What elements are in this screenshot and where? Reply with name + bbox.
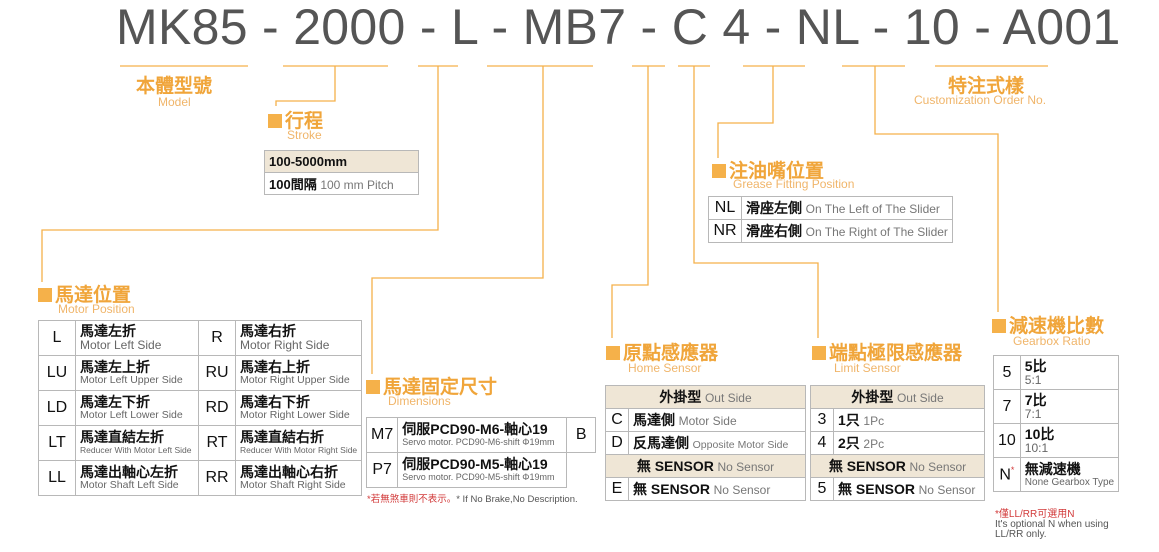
- table-row: NR 滑座右側 On The Right of The Slider: [708, 219, 953, 243]
- code-dimensions: MB7: [522, 0, 627, 55]
- code-limit-sensor: 4: [722, 0, 751, 55]
- custom-title: 特注式樣: [948, 76, 1025, 97]
- code-home-sensor: C: [671, 0, 709, 55]
- dimensions-note: *若無煞車則不表示。* If No Brake,No Description.: [367, 494, 578, 505]
- code-dash: -: [262, 0, 279, 55]
- table-row: 100間隔 100 mm Pitch: [264, 172, 419, 195]
- code-custom: A001: [1002, 0, 1121, 55]
- table-row: 外掛型 Out Side: [605, 385, 806, 409]
- bullet-square-icon: [268, 114, 282, 128]
- model-code: MK85 - 2000 - L - MB7 - C 4 - NL - 10 - …: [116, 0, 1121, 56]
- motor-position-title: 馬達位置: [38, 280, 131, 307]
- limit-sensor-title: 端點極限感應器: [812, 338, 962, 365]
- table-row: 3 1只 1Pc: [810, 408, 985, 432]
- table-row: 5 無 SENSOR No Sensor: [810, 477, 985, 501]
- stroke-title: 行程: [268, 106, 323, 133]
- code-dash: -: [419, 0, 437, 55]
- gear-ratio-subtitle: Gearbox Ratio: [1013, 334, 1091, 348]
- bullet-square-icon: [606, 346, 620, 360]
- grease-title: 注油嘴位置: [712, 156, 824, 183]
- grease-subtitle: Grease Fitting Position: [733, 177, 855, 191]
- code-dash: -: [872, 0, 890, 55]
- table-row: D 反馬達側 Opposite Motor Side: [605, 431, 806, 455]
- bullet-square-icon: [712, 164, 726, 178]
- code-model: MK85: [116, 0, 248, 55]
- code-dash: -: [491, 0, 509, 55]
- model-subtitle: Model: [158, 95, 191, 109]
- stroke-subtitle: Stroke: [287, 128, 322, 142]
- code-dash: -: [764, 0, 782, 55]
- home-sensor-table: 外掛型 Out Side C 馬達側 Motor Side D 反馬達側 Opp…: [605, 385, 806, 501]
- home-sensor-title: 原點感應器: [606, 338, 718, 365]
- code-gear-ratio: 10: [903, 0, 961, 55]
- table-row: 無 SENSOR No Sensor: [605, 454, 806, 478]
- code-grease: NL: [795, 0, 859, 55]
- stroke-range: 100-5000mm: [264, 150, 419, 173]
- dimensions-title: 馬達固定尺寸: [366, 372, 497, 399]
- code-dash: -: [974, 0, 992, 55]
- code-motor-position: L: [450, 0, 478, 55]
- bullet-square-icon: [812, 346, 826, 360]
- custom-subtitle: Customization Order No.: [914, 93, 1047, 107]
- code-stroke: 2000: [293, 0, 406, 55]
- bullet-square-icon: [992, 319, 1006, 333]
- table-row: 無 SENSOR No Sensor: [810, 454, 985, 478]
- limit-sensor-subtitle: Limit Sensor: [834, 361, 901, 375]
- gear-ratio-note: *僅LL/RR可選用N It's optional N when using L…: [995, 509, 1109, 540]
- motor-position-subtitle: Motor Position: [58, 302, 135, 316]
- table-row: 100-5000mm: [264, 150, 419, 173]
- home-sensor-subtitle: Home Sensor: [628, 361, 702, 375]
- table-row: 外掛型 Out Side: [810, 385, 985, 409]
- grease-table: NL 滑座左側 On The Left of The Slider NR 滑座右…: [708, 196, 953, 243]
- brake-code: B: [566, 417, 597, 453]
- limit-sensor-table: 外掛型 Out Side 3 1只 1Pc 4 2只 2Pc 無 SENSOR …: [810, 385, 985, 501]
- code-dash: -: [640, 0, 658, 55]
- stroke-pitch: 100間隔: [269, 177, 317, 192]
- stroke-pitch-en: 100 mm Pitch: [320, 178, 394, 192]
- table-row: C 馬達側 Motor Side: [605, 408, 806, 432]
- table-row: E 無 SENSOR No Sensor: [605, 477, 806, 501]
- table-row: 4 2只 2Pc: [810, 431, 985, 455]
- gear-ratio-title: 減速機比數: [992, 311, 1104, 338]
- table-row: NL 滑座左側 On The Left of The Slider: [708, 196, 953, 220]
- stroke-table: 100-5000mm 100間隔 100 mm Pitch: [264, 150, 419, 195]
- bullet-square-icon: [38, 288, 52, 302]
- model-title: 本體型號: [136, 76, 213, 97]
- bullet-square-icon: [366, 380, 380, 394]
- dimensions-subtitle: Dimensions: [388, 394, 451, 408]
